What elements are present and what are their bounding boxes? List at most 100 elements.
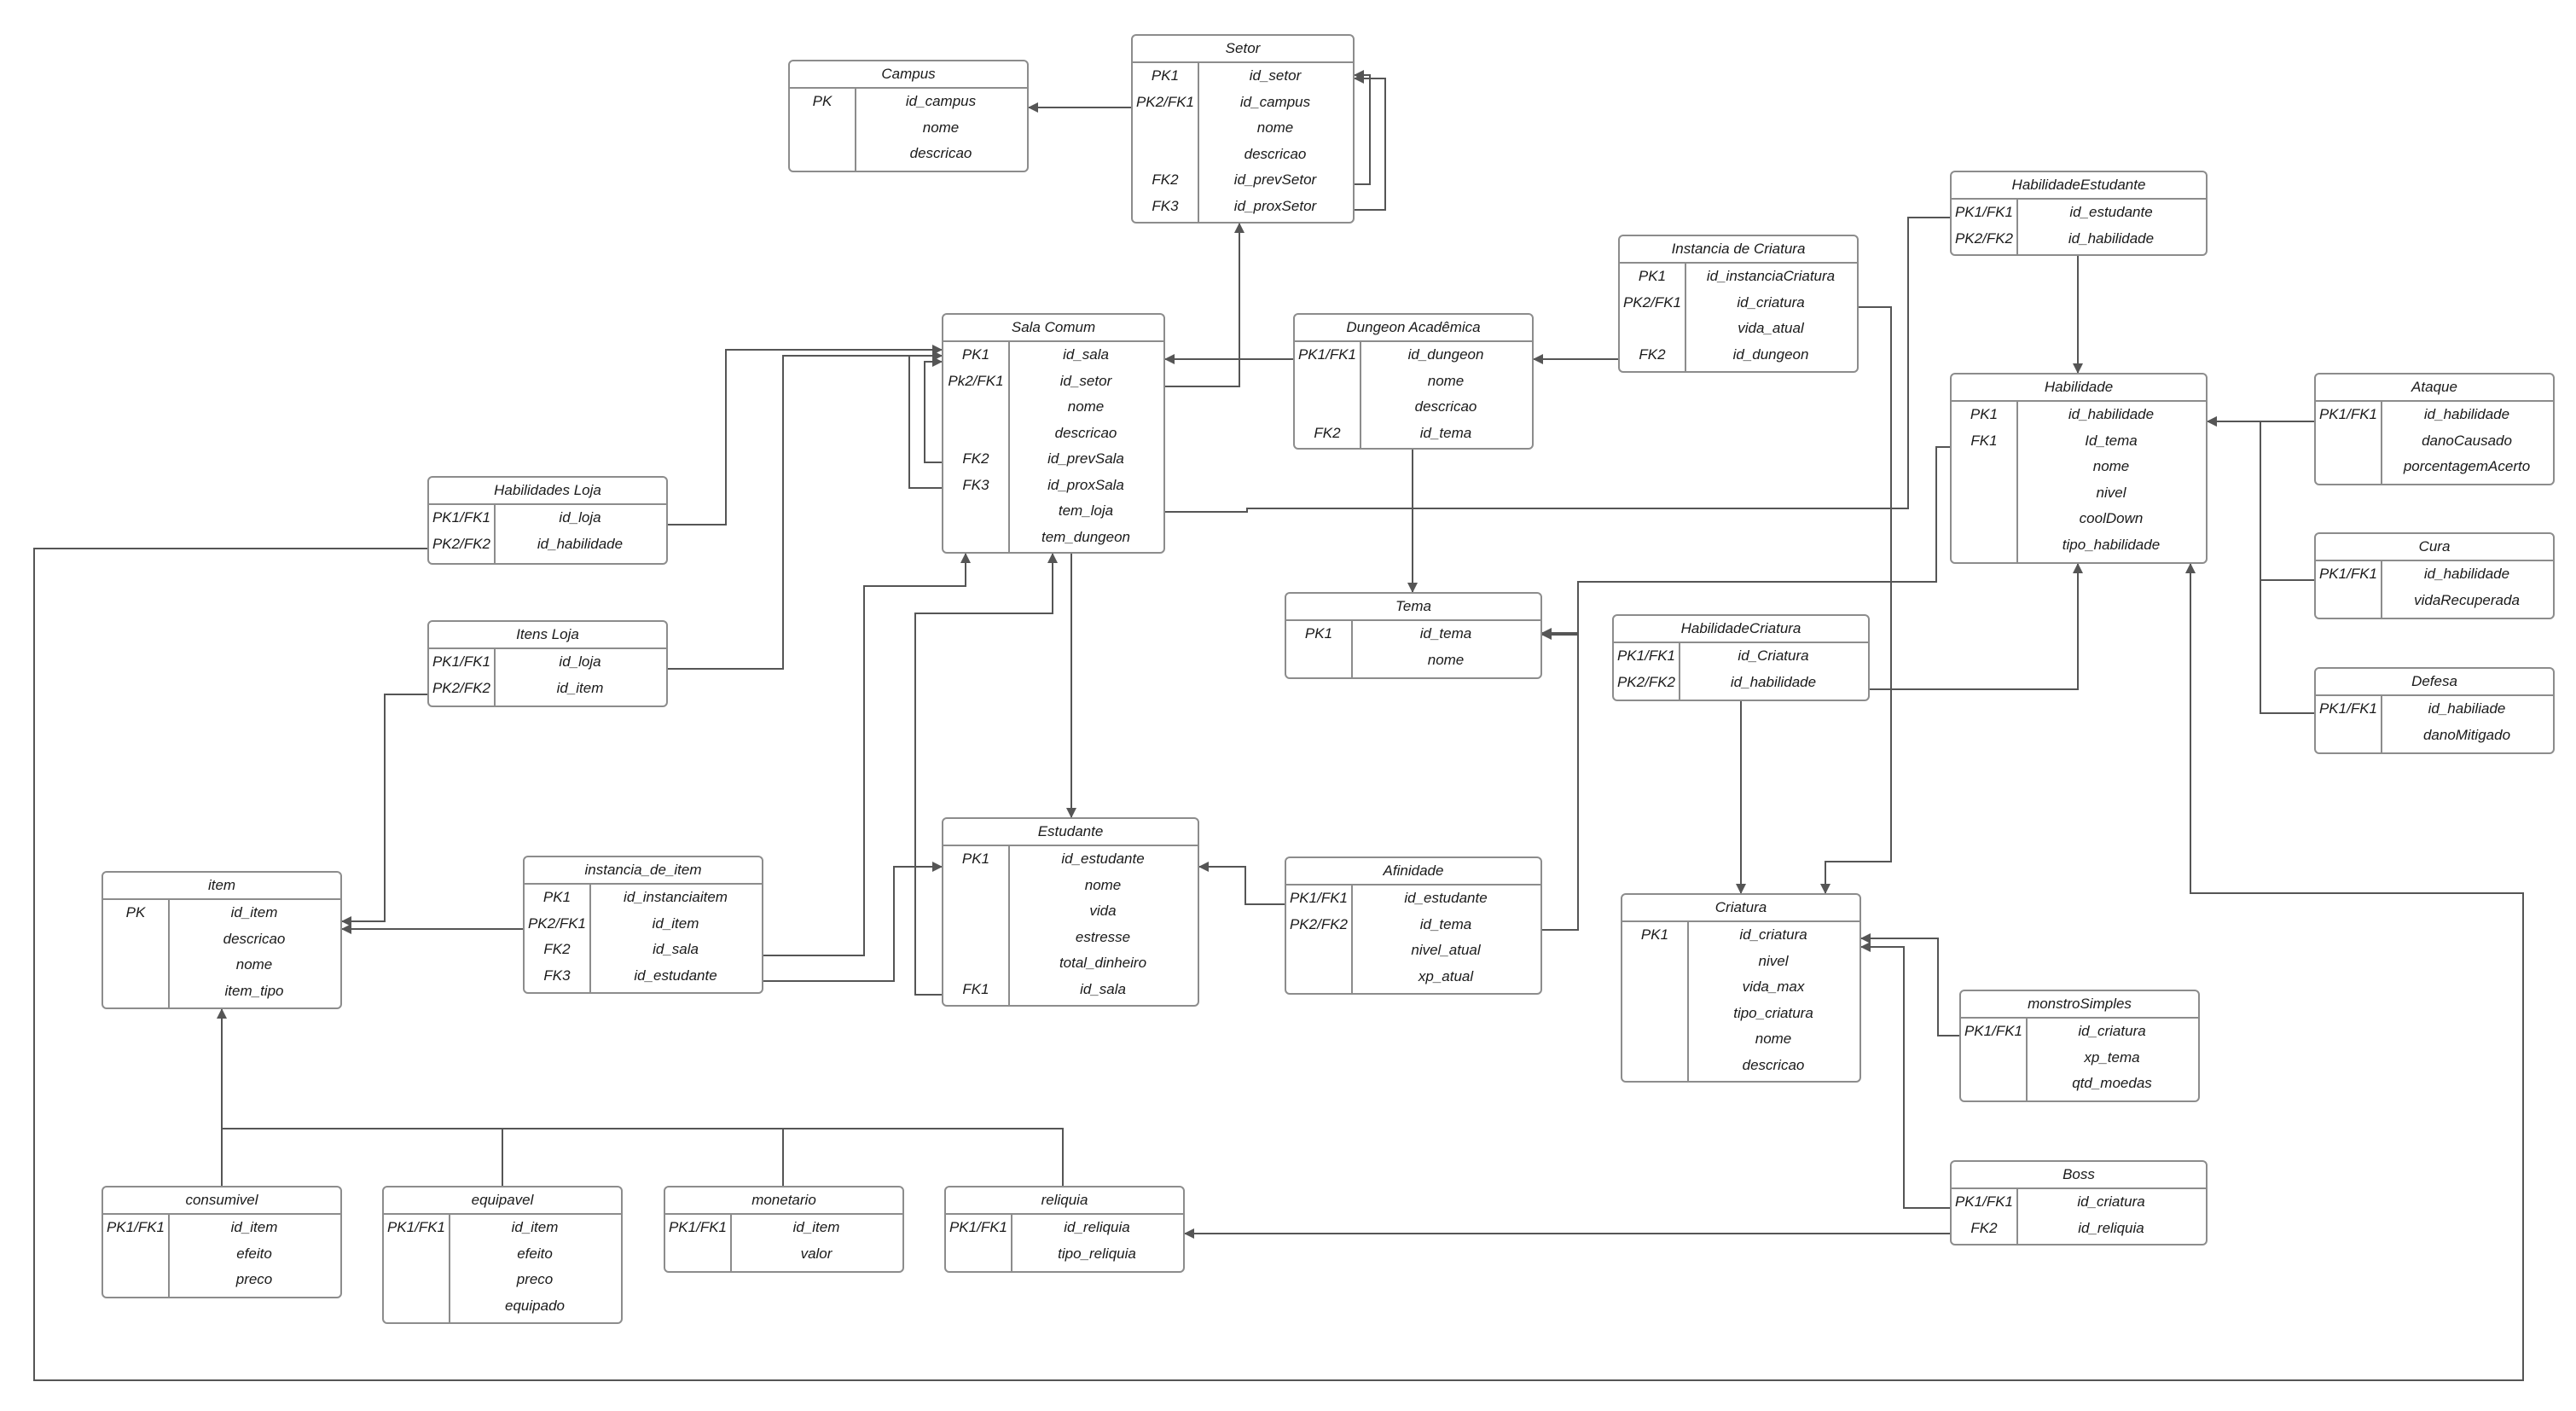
entity-title: Tema <box>1286 594 1540 621</box>
key-column-divider <box>1952 200 2018 256</box>
entity-title: Cura <box>2316 534 2553 561</box>
key-column-divider <box>1614 643 1680 701</box>
connector-habloja-sala <box>668 345 943 525</box>
key-column-divider <box>525 885 591 994</box>
field-name: tem_dungeon <box>1041 528 1130 545</box>
field-row: nome <box>1133 115 1353 142</box>
field-name: efeito <box>236 1245 272 1262</box>
key-label: FK2 <box>1639 345 1666 363</box>
entity-title: Sala Comum <box>943 315 1163 342</box>
field-name: id_estudante <box>2069 204 2153 220</box>
field-name: descricao <box>1054 424 1117 441</box>
key-column-divider <box>1961 1019 2028 1102</box>
field-name: item_tipo <box>224 982 284 999</box>
connector-estudante-sala <box>914 553 1058 996</box>
field-name: id_item <box>230 1219 278 1235</box>
field-name: nome <box>1256 119 1294 136</box>
connector-habcriatura-habilidade <box>1870 563 2083 690</box>
field-row: nome <box>790 115 1027 142</box>
field-name: id_prevSetor <box>1233 171 1317 188</box>
field-name: id_proxSetor <box>1233 197 1317 214</box>
field-name: descricao <box>1414 398 1477 415</box>
entity-title: Dungeon Acadêmica <box>1295 315 1532 342</box>
key-column-divider <box>946 1215 1012 1273</box>
key-label: PK2/FK1 <box>527 915 587 932</box>
field-name: danoCausado <box>2422 432 2512 449</box>
field-name: id_sala <box>1063 346 1109 363</box>
key-label: FK3 <box>1152 197 1179 214</box>
field-name: tipo_criatura <box>1733 1004 1813 1021</box>
field-row: nome <box>1622 1026 1859 1053</box>
field-name: id_estudante <box>634 967 717 984</box>
field-name: id_dungeon <box>1407 346 1484 363</box>
field-row: estresse <box>943 925 1198 951</box>
key-label: FK3 <box>543 967 571 984</box>
key-label: PK1/FK1 <box>668 1219 728 1235</box>
connector-itensloja-sala <box>668 351 943 670</box>
field-name: id_instanciaitem <box>624 889 728 905</box>
field-row: descricao <box>103 926 340 953</box>
key-label: FK2 <box>962 450 989 467</box>
key-label: PK1/FK1 <box>2318 406 2378 422</box>
connector-lines <box>33 70 2524 1381</box>
field-name: id_item <box>511 1219 559 1235</box>
key-label: PK2/FK1 <box>1622 293 1682 311</box>
key-label: PK1/FK1 <box>2318 700 2378 717</box>
connector-institem-estudante <box>763 862 943 982</box>
key-label: PK1 <box>961 851 990 867</box>
field-name: tem_loja <box>1058 502 1114 519</box>
field-row: nome <box>103 952 340 978</box>
entity-title: Itens Loja <box>429 622 666 649</box>
key-column-divider <box>1952 1189 2018 1246</box>
field-row: nivel <box>1622 949 1859 975</box>
field-name: xp_tema <box>2084 1048 2140 1066</box>
